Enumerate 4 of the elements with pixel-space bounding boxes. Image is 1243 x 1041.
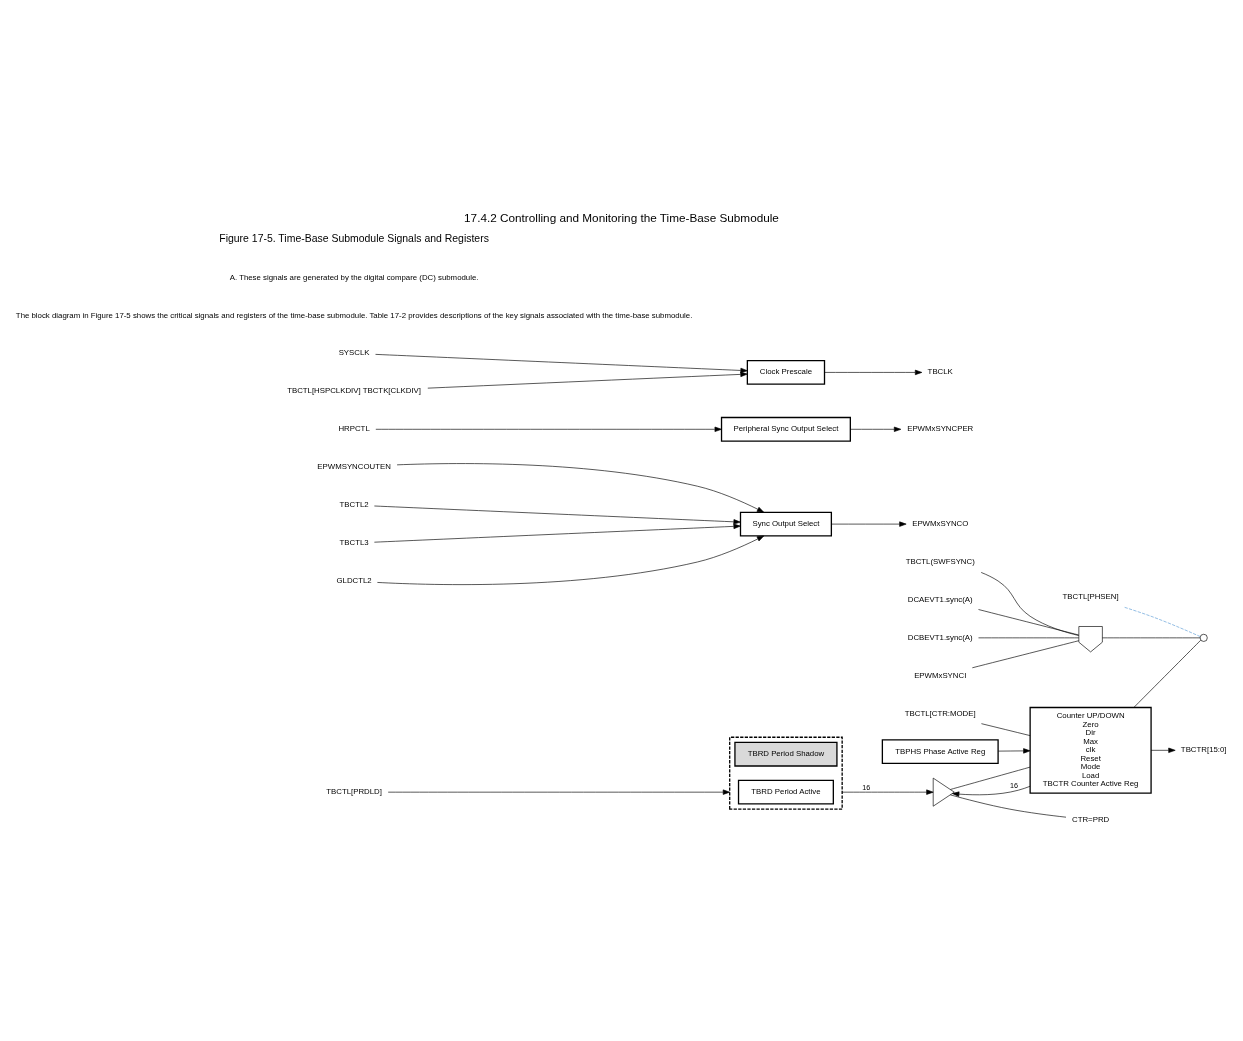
diagram-title: 17.4.2 Controlling and Monitoring the Time-Base Submodule	[464, 210, 779, 224]
caption: Figure 17-5. Time-Base Submodule Signals and Registers	[219, 233, 489, 245]
edge-label: 16	[862, 783, 871, 793]
edge-label: 16	[1010, 781, 1019, 791]
